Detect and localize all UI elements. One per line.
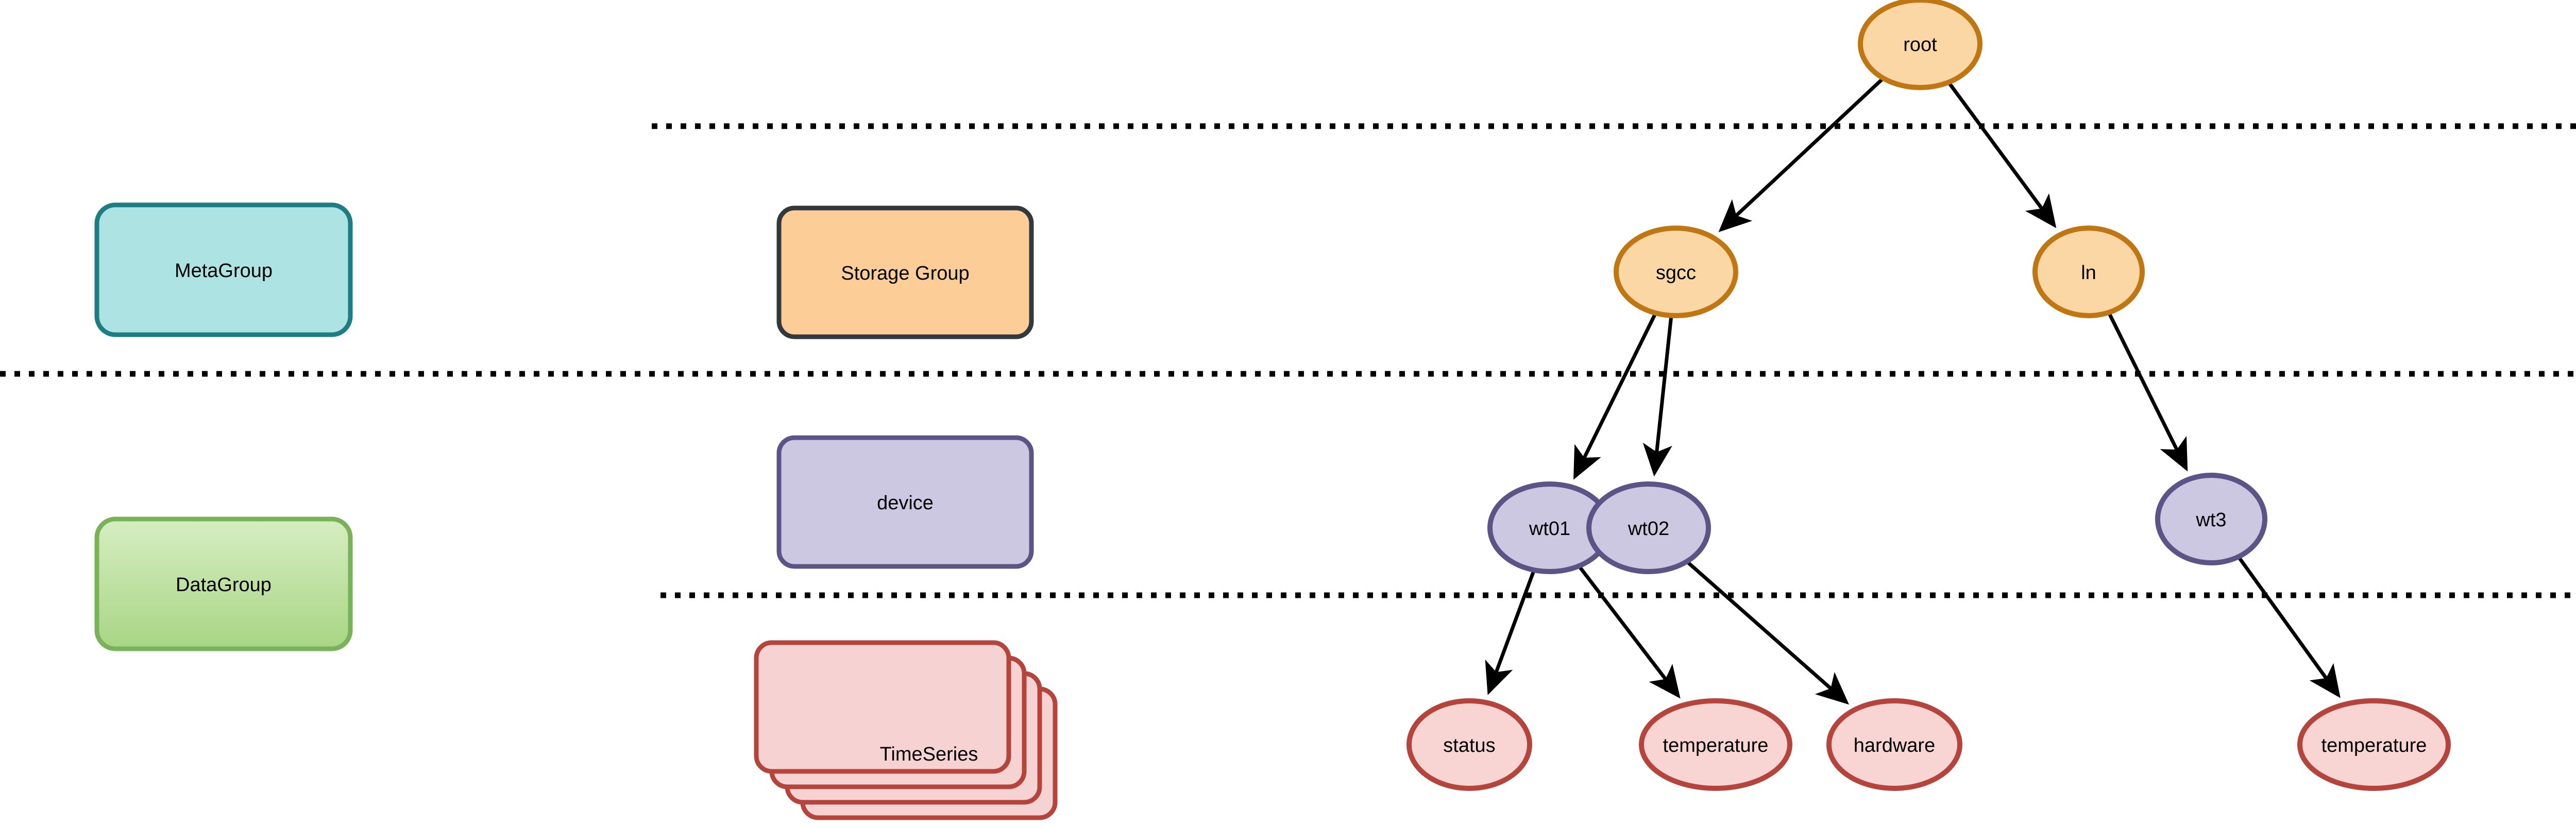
node-ellipse-sgcc [1614,226,1738,318]
node-ellipse-root [1858,0,1982,90]
node-label-wt01: wt01 [1529,518,1570,540]
legend-box-storage-group [776,205,1034,339]
node-ellipse-temperature1 [1639,698,1792,791]
legend-box-metagroup [94,202,353,337]
node-label-wt02: wt02 [1628,518,1669,540]
legend-node-device[interactable]: device [776,435,1034,569]
legend-node-datagroup[interactable]: DataGroup [94,516,353,651]
tree-node-ln[interactable]: ln [2032,226,2145,318]
tree-node-temperature2[interactable]: temperature [2297,698,2451,791]
edge-wt01-to-status [1485,569,1536,695]
legend-node-timeseries[interactable]: TimeSeries [754,640,1058,820]
tree-node-sgcc[interactable]: sgcc [1614,226,1738,318]
edge-root-to-sgcc [1718,77,1885,232]
legend-label-device: device [877,492,934,514]
separator-lines [0,123,2576,598]
tree-node-wt01[interactable]: wt01 [1487,481,1612,574]
tree-edges [1485,77,2341,705]
node-ellipse-ln [2032,226,2145,318]
legend-box-timeseries-layer-4 [754,640,1011,774]
edge-ln-to-wt3 [2107,312,2188,472]
node-label-status: status [1443,735,1495,756]
edge-wt3-to-temperature2 [2236,556,2341,698]
tree-node-temperature1[interactable]: temperature [1639,698,1792,791]
legend-node-storage-group[interactable]: Storage Group [776,205,1034,339]
node-label-sgcc: sgcc [1656,262,1696,284]
node-ellipse-hardware [1826,698,1962,791]
edge-sgcc-to-wt02 [1642,315,1673,477]
edge-sgcc-to-wt01 [1573,312,1657,480]
legend-node-metagroup[interactable]: MetaGroup [94,202,353,337]
edge-wt01-to-temperature1 [1577,565,1681,699]
node-ellipse-status [1406,698,1532,791]
edge-wt02-to-hardware [1685,560,1850,705]
legend-label-metagroup: MetaGroup [175,260,273,282]
tree-node-status[interactable]: status [1406,698,1532,791]
node-ellipse-wt3 [2155,473,2267,565]
node-ellipse-wt02 [1586,481,1711,574]
node-label-hardware: hardware [1854,735,1935,756]
tree-node-wt3[interactable]: wt3 [2155,473,2267,565]
legend-box-device [776,435,1034,569]
tree-node-hardware[interactable]: hardware [1826,698,1962,791]
tree-node-wt02[interactable]: wt02 [1586,481,1711,574]
node-ellipse-temperature2 [2297,698,2451,791]
node-label-root: root [1903,34,1937,56]
legend-box-datagroup [94,516,353,651]
node-label-wt3: wt3 [2195,509,2226,531]
tree-nodes: root sgcc ln wt01 wt02 wt3 status temperature ha… [1406,0,2451,791]
node-label-temperature1: temperature [1663,735,1769,756]
tree-node-root[interactable]: root [1858,0,1982,90]
legend-label-timeseries: TimeSeries [880,744,978,765]
legend-label-storage-group: Storage Group [841,263,969,284]
edge-root-to-ln [1947,81,2057,229]
legend-label-datagroup: DataGroup [176,574,272,596]
node-label-ln: ln [2081,262,2096,284]
node-label-temperature2: temperature [2321,735,2427,756]
